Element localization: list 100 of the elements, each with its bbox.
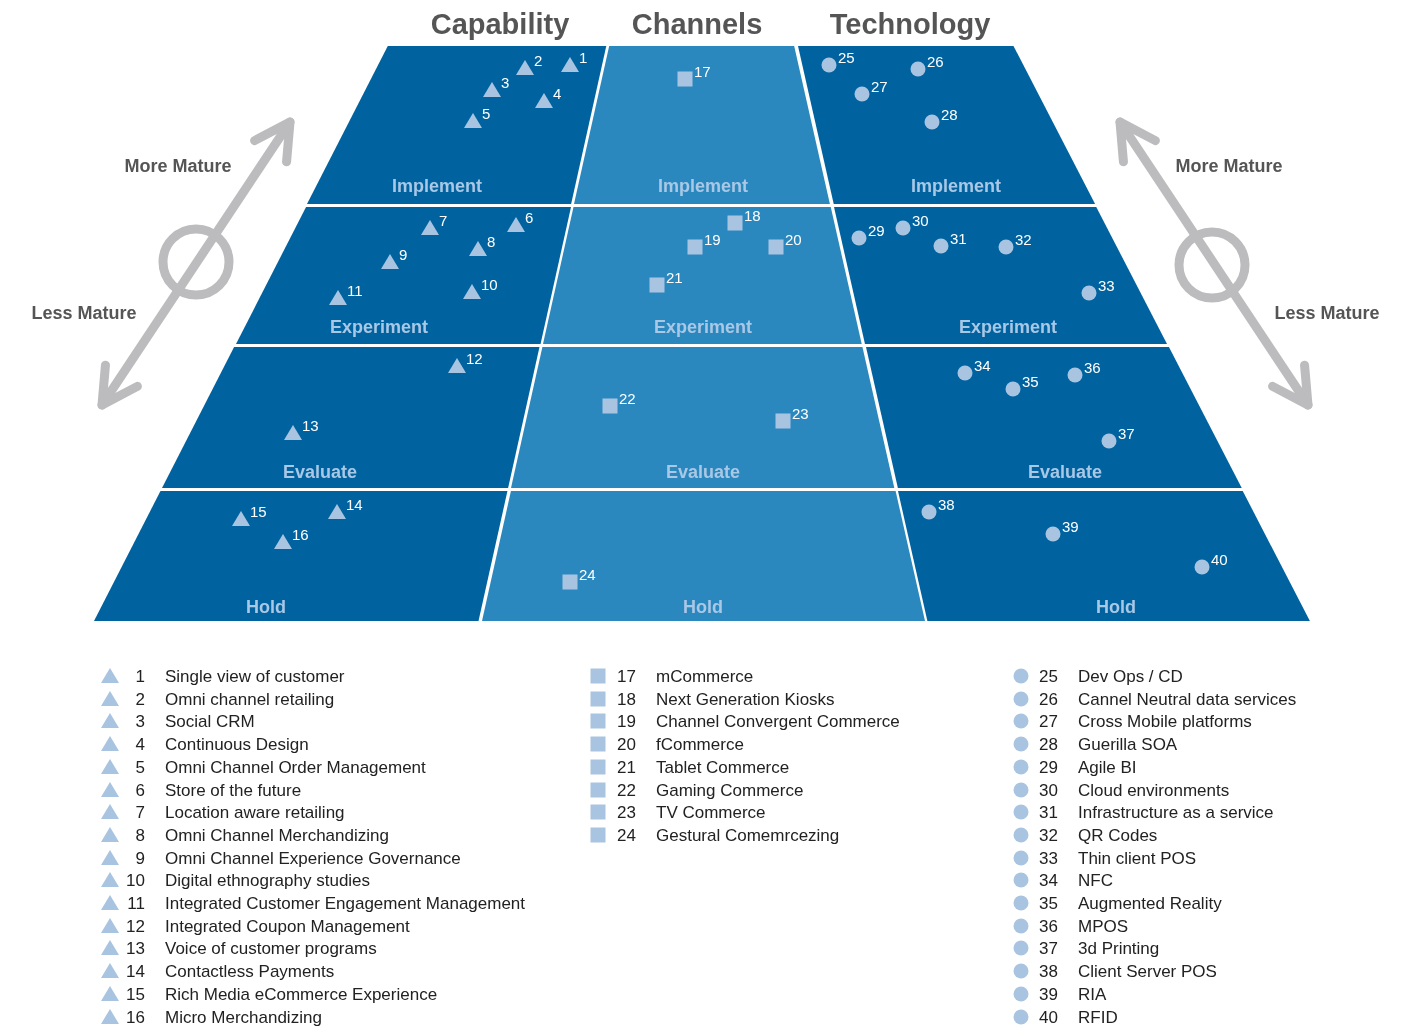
- legend-number: 22: [616, 780, 636, 801]
- marker-number: 30: [912, 212, 929, 229]
- stage-label: Implement: [911, 175, 1001, 197]
- marker-number: 3: [501, 74, 510, 91]
- marker-number: 27: [871, 78, 888, 95]
- stage-label: Implement: [391, 175, 482, 197]
- marker-number: 39: [1062, 518, 1079, 535]
- legend-text: Continuous Design: [165, 735, 309, 756]
- legend-number: 39: [1038, 984, 1058, 1005]
- legend-text: Cloud environments: [1078, 780, 1230, 801]
- legend-number: 3: [134, 712, 145, 733]
- legend-text: Integrated Customer Engagement Management: [165, 894, 526, 914]
- legend-text: Social CRM: [165, 712, 255, 733]
- stage-label: Hold: [683, 596, 723, 618]
- legend-number: 13: [125, 939, 145, 960]
- marker-number: 33: [1098, 277, 1115, 294]
- legend-text: Guerilla SOA: [1078, 735, 1178, 756]
- legend-number: 31: [1038, 803, 1058, 824]
- legend-number: 18: [616, 689, 636, 710]
- marker-number: 11: [347, 282, 363, 299]
- legend-number: 1: [134, 667, 145, 687]
- marker-number: 5: [482, 105, 491, 122]
- marker-number: 20: [785, 231, 802, 248]
- marker-number: 7: [439, 212, 448, 229]
- stage-label: Experiment: [958, 316, 1057, 338]
- legend-text: Voice of customer programs: [165, 939, 377, 960]
- legend-text: Client Server POS: [1078, 962, 1217, 983]
- legend-text: Next Generation Kiosks: [656, 689, 835, 710]
- marker-number: 24: [579, 566, 596, 583]
- legend-number: 40: [1038, 1007, 1058, 1028]
- legend-text: Channel Convergent Commerce: [656, 712, 900, 733]
- legend-number: 2: [134, 689, 145, 710]
- marker-number: 1: [579, 49, 588, 66]
- legend-number: 25: [1038, 667, 1058, 687]
- stage-label: Evaluate: [1027, 461, 1102, 483]
- marker-number: 23: [792, 405, 809, 422]
- legend-text: Omni Channel Order Management: [165, 757, 426, 778]
- legend-text: Cross Mobile platforms: [1078, 712, 1252, 733]
- marker-number: 18: [744, 207, 761, 224]
- legend-number: 33: [1038, 848, 1058, 869]
- legend-text: Omni Channel Merchandizing: [165, 825, 389, 846]
- marker-number: 9: [399, 246, 408, 263]
- column-heading: Capability: [430, 7, 570, 41]
- legend-text: NFC: [1078, 871, 1113, 892]
- legend-text: Micro Merchandizing: [165, 1007, 322, 1028]
- maturity-label: Less Mature: [31, 302, 137, 324]
- legend-number: 28: [1038, 735, 1058, 756]
- marker-number: 12: [466, 350, 483, 367]
- legend-text: TV Commerce: [656, 803, 766, 824]
- legend-number: 34: [1038, 871, 1058, 892]
- legend-number: 32: [1038, 825, 1058, 846]
- legend-text: Omni channel retailing: [165, 689, 335, 710]
- marker-number: 31: [950, 230, 967, 247]
- legend-text: Gaming Commerce: [656, 780, 804, 801]
- legend-text: Omni Channel Experience Governance: [165, 848, 461, 869]
- marker-number: 34: [974, 357, 991, 374]
- marker-number: 16: [292, 526, 309, 543]
- legend-number: 16: [125, 1007, 145, 1028]
- legend-text: Tablet Commerce: [656, 757, 790, 778]
- stage-label: Hold: [246, 596, 286, 618]
- legend-text: Agile BI: [1078, 757, 1137, 778]
- legend-number: 27: [1038, 712, 1058, 733]
- marker-number: 8: [487, 233, 496, 250]
- marker-number: 32: [1015, 231, 1032, 248]
- maturity-label: More Mature: [1175, 155, 1283, 177]
- marker-number: 15: [250, 503, 267, 520]
- stage-label: Evaluate: [665, 461, 740, 483]
- legend-number: 19: [616, 712, 636, 733]
- legend-number: 36: [1038, 916, 1058, 937]
- legend-number: 17: [616, 667, 636, 687]
- legend-text: Store of the future: [165, 780, 302, 801]
- legend-text: Single view of customer: [165, 667, 345, 687]
- marker-number: 10: [481, 276, 498, 293]
- maturity-label: Less Mature: [1274, 302, 1380, 324]
- legend-number: 14: [125, 962, 145, 983]
- legend-text: QR Codes: [1078, 825, 1158, 846]
- marker-number: 13: [302, 417, 319, 434]
- legend-text: RFID: [1078, 1007, 1118, 1028]
- marker-number: 36: [1084, 359, 1101, 376]
- legend-number: 8: [134, 825, 145, 846]
- legend-number: 21: [616, 757, 636, 778]
- legend-number: 24: [616, 825, 636, 846]
- stage-label: Experiment: [653, 316, 752, 338]
- legend-number: 11: [126, 894, 145, 914]
- legend-number: 5: [134, 757, 145, 778]
- marker-number: 37: [1118, 425, 1135, 442]
- legend-text: Dev Ops / CD: [1078, 667, 1183, 687]
- legend-number: 15: [125, 984, 145, 1005]
- legend-text: fCommerce: [656, 735, 744, 756]
- legend-number: 10: [125, 871, 145, 892]
- legend-number: 38: [1038, 962, 1058, 983]
- legend-number: 20: [616, 735, 636, 756]
- legend-text: Gestural Comemrcezing: [656, 825, 840, 846]
- legend-number: 30: [1038, 780, 1058, 801]
- legend-text: 3d Printing: [1078, 939, 1160, 960]
- legend-text: Thin client POS: [1078, 848, 1197, 869]
- stage-label: Hold: [1096, 596, 1136, 618]
- legend-text: Infrastructure as a service: [1078, 803, 1274, 824]
- marker-number: 21: [666, 269, 683, 286]
- stage-label: Experiment: [329, 316, 428, 338]
